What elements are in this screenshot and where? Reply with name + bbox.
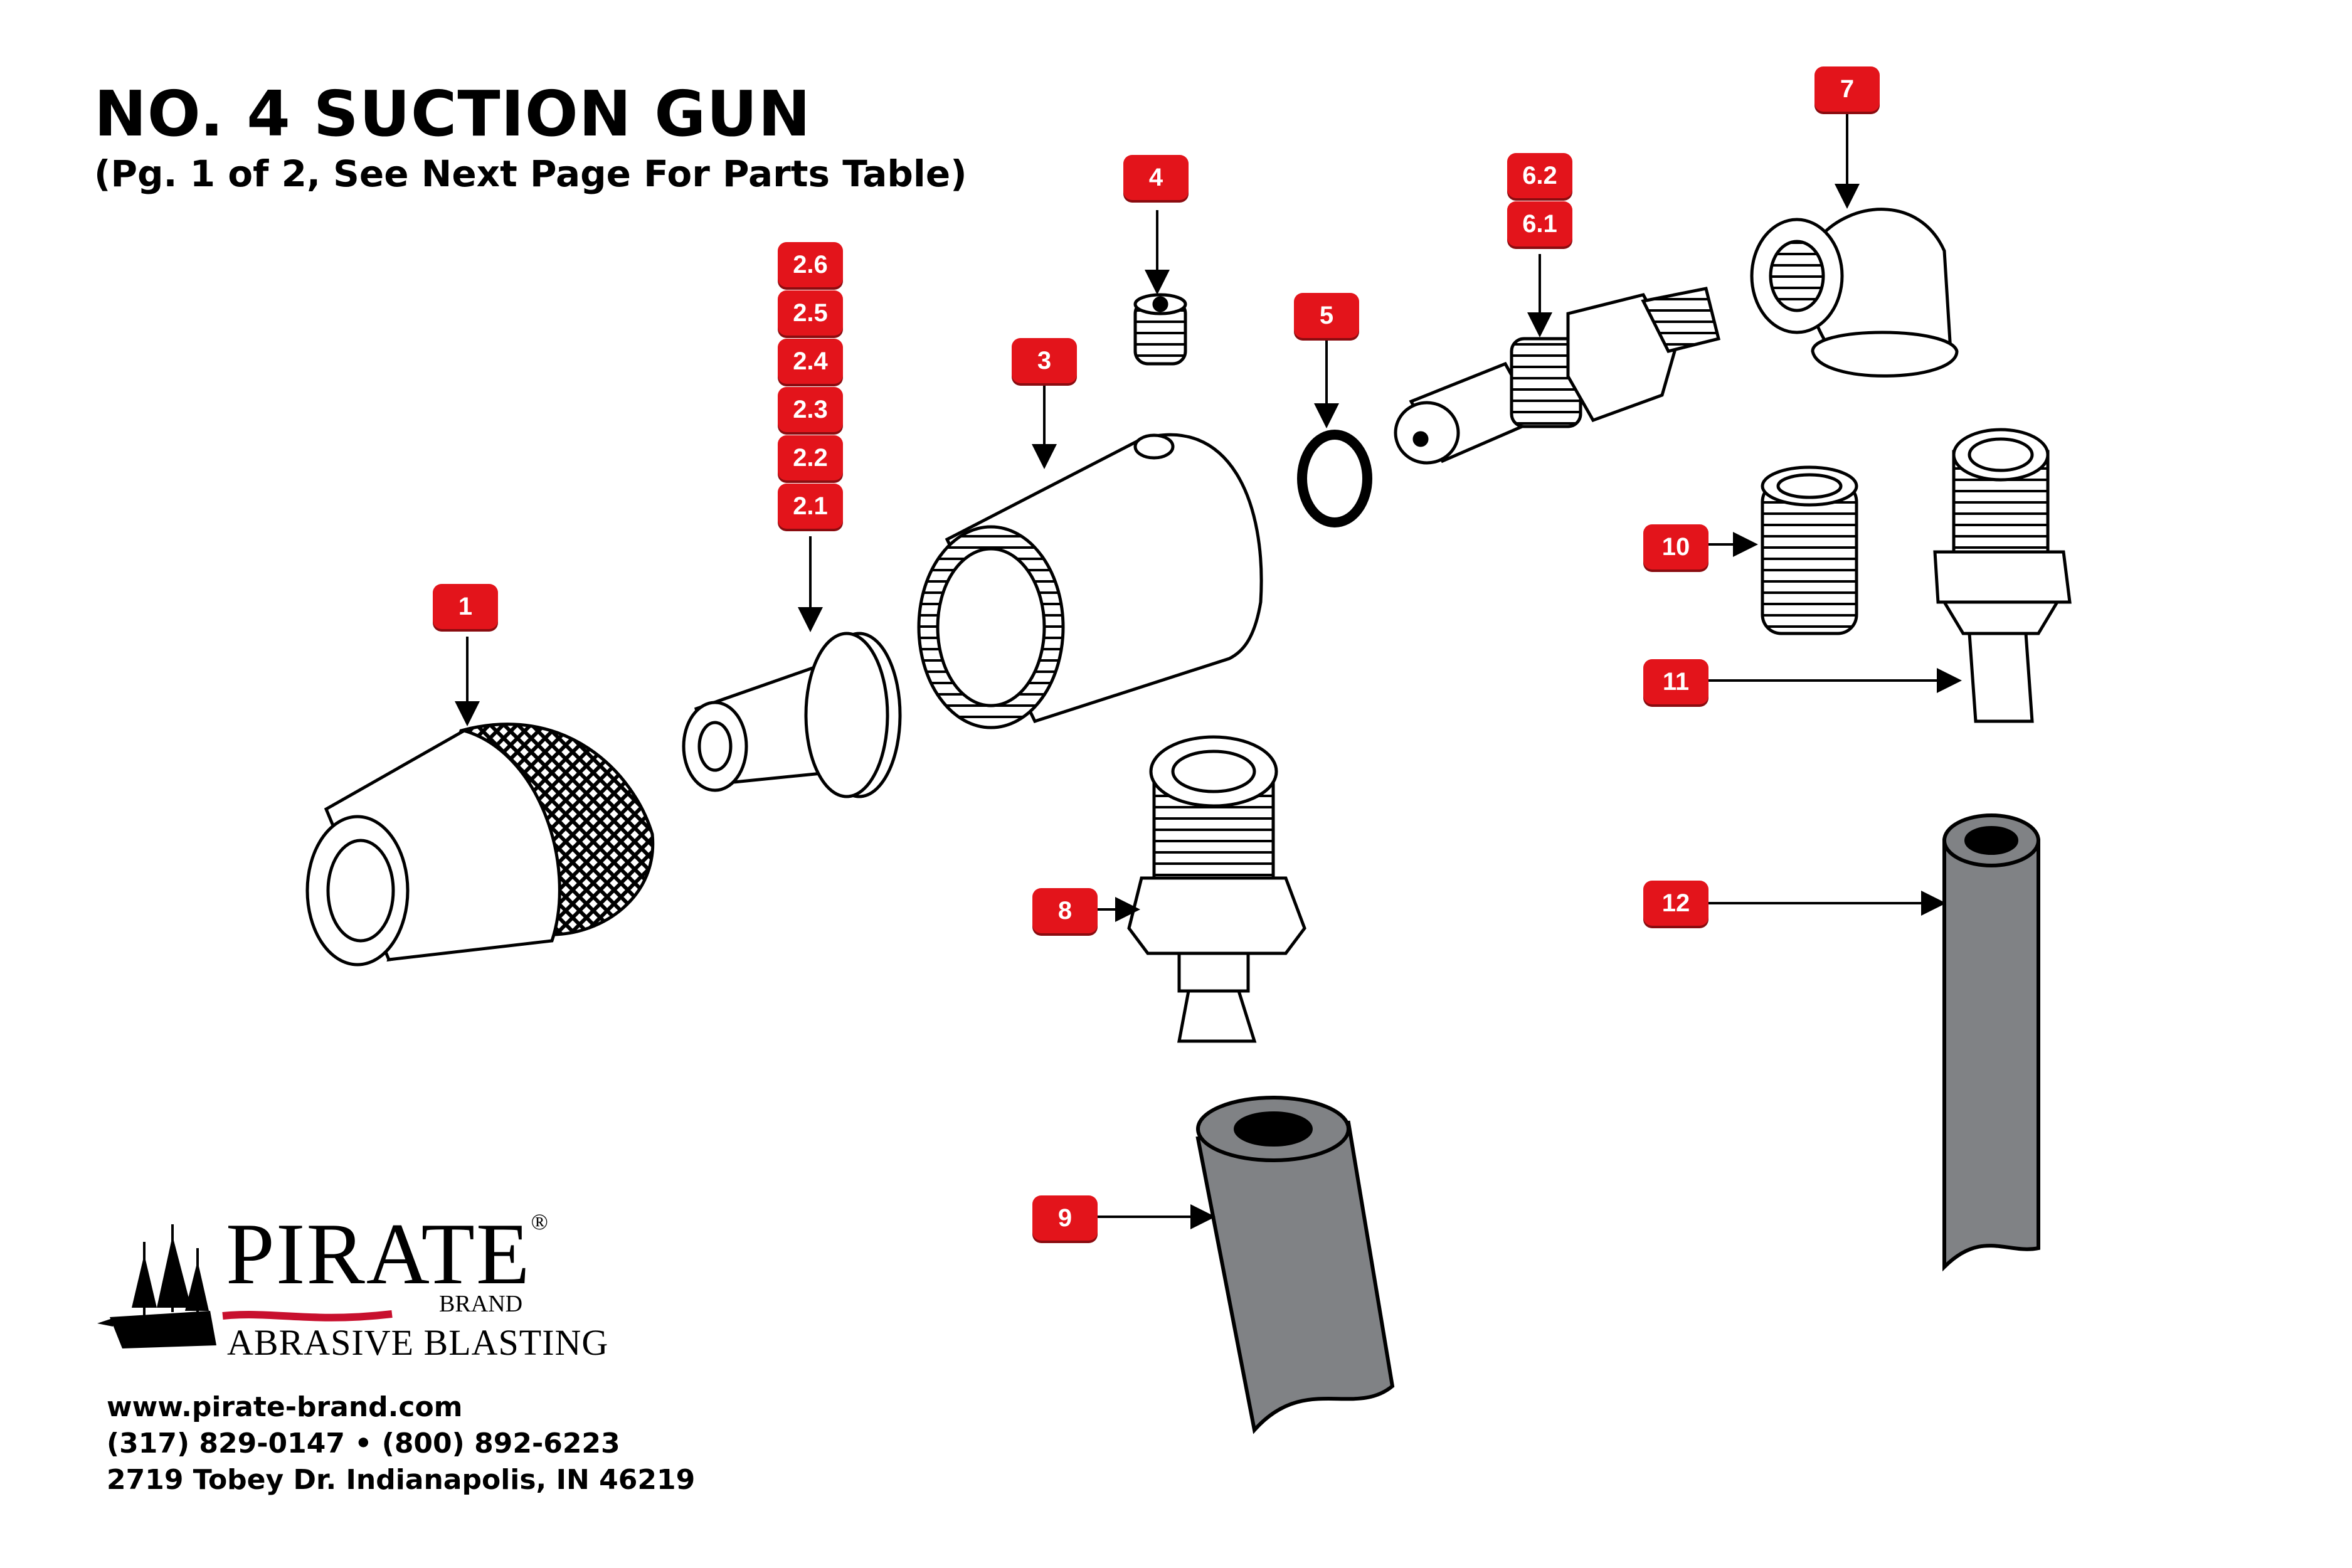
street-address: 2719 Tobey Dr. Indianapolis, IN 46219	[107, 1464, 696, 1496]
website-link[interactable]: www.pirate-brand.com	[107, 1391, 463, 1423]
part-4-set-screw	[1133, 293, 1187, 366]
part-7-elbow	[1750, 208, 1959, 378]
page-title: NO. 4 SUCTION GUN	[94, 77, 812, 151]
brand-sub: BRAND	[439, 1291, 523, 1317]
part-11-barb	[1933, 428, 2072, 723]
phone-numbers: (317) 829-0147 • (800) 892-6223	[107, 1428, 620, 1459]
callout-2-4: 2.4	[778, 339, 843, 384]
callout-11: 11	[1643, 659, 1708, 704]
registered-mark: ®	[531, 1209, 549, 1234]
callout-4: 4	[1123, 155, 1189, 200]
page-subtitle: (Pg. 1 of 2, See Next Page For Parts Tab…	[94, 152, 967, 195]
part-5-o-ring	[1297, 430, 1372, 527]
part-2-insert	[682, 632, 902, 798]
callout-10: 10	[1643, 524, 1708, 569]
part-1-nozzle	[305, 723, 655, 967]
brand-name-text: PIRATE	[226, 1205, 531, 1303]
callout-7: 7	[1814, 66, 1880, 112]
callout-2-1: 2.1	[778, 484, 843, 529]
part-12-hose	[1942, 813, 2040, 1272]
callout-1: 1	[433, 584, 498, 629]
part-6-stem	[1394, 287, 1721, 465]
part-9-hose	[1195, 1096, 1395, 1434]
callout-2-2: 2.2	[778, 435, 843, 480]
callout-8: 8	[1032, 888, 1098, 933]
callout-3: 3	[1012, 338, 1077, 383]
callout-2-5: 2.5	[778, 290, 843, 336]
brand-wordmark: PIRATE®	[226, 1210, 549, 1298]
callout-6-2: 6.2	[1507, 153, 1572, 198]
brand-tagline: ABRASIVE BLASTING	[227, 1322, 609, 1363]
callout-5: 5	[1294, 293, 1359, 338]
part-8-fitting	[1127, 735, 1306, 1043]
callout-12: 12	[1643, 881, 1708, 926]
callout-2-6: 2.6	[778, 242, 843, 287]
part-3-gun-body	[917, 433, 1263, 729]
contact-block: www.pirate-brand.com (317) 829-0147 • (8…	[107, 1389, 695, 1498]
callout-2-3: 2.3	[778, 387, 843, 432]
callout-9: 9	[1032, 1195, 1098, 1241]
part-10-nipple	[1761, 465, 1858, 635]
pirate-ship-logo	[97, 1224, 393, 1348]
callout-6-1: 6.1	[1507, 201, 1572, 246]
